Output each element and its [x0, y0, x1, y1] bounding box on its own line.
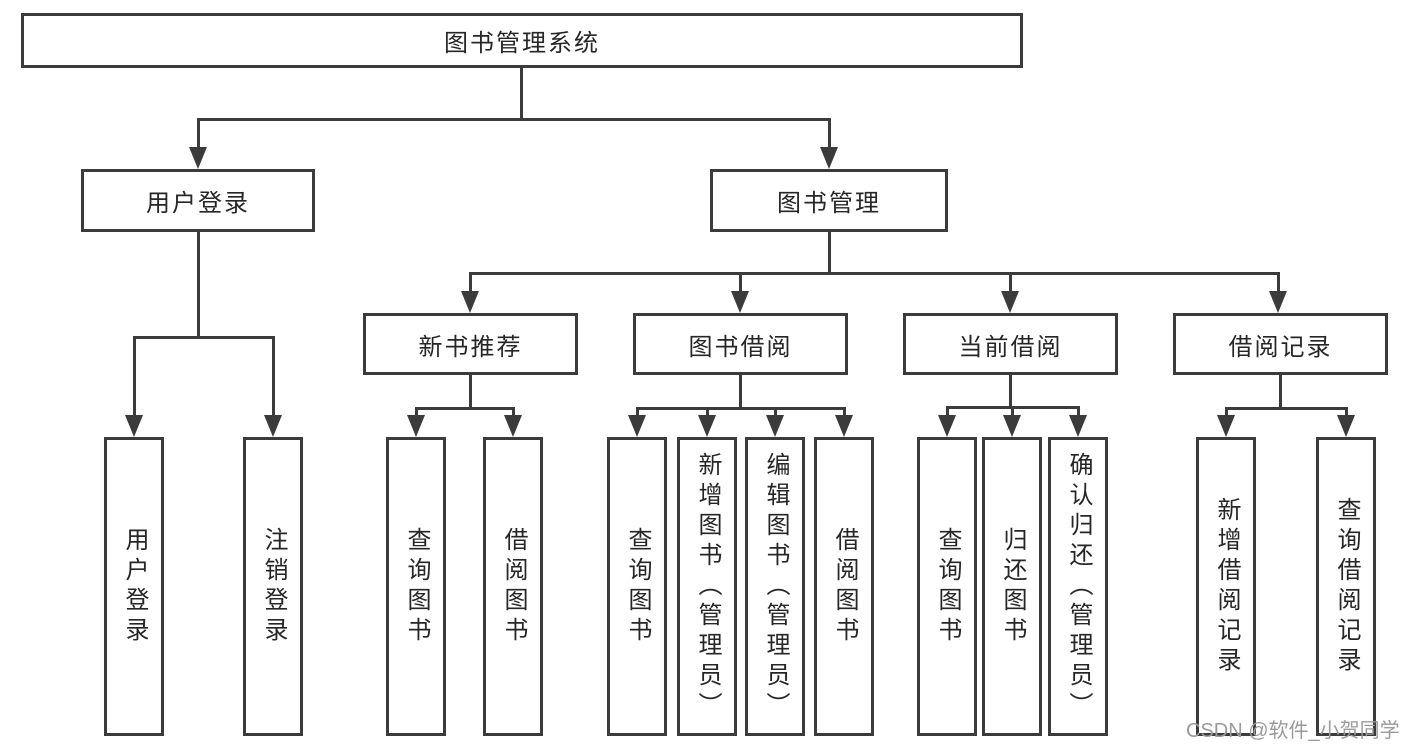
connector-group4-split: [1225, 407, 1347, 410]
node-new-book-recommend: 新书推荐: [363, 313, 578, 375]
arrow-to-new-book-recommend: [461, 291, 479, 313]
connector-group4-drop-2: [1345, 407, 1348, 417]
leaf-return-book: 归还图书: [982, 437, 1042, 736]
connector-group2-split: [636, 407, 845, 410]
leaf-add-borrow-record: 新增借阅记录: [1196, 437, 1256, 736]
connector-management-split: [469, 272, 1279, 275]
arrow-group3-leaf-1: [938, 415, 956, 437]
leaf-borrow-books-label: 借阅图书: [831, 526, 858, 647]
connector-group3-stem: [1009, 375, 1012, 407]
node-root-label: 图书管理系统: [444, 30, 600, 57]
leaf-borrow-books: 借阅图书: [814, 437, 874, 736]
arrow-to-user-login: [189, 147, 207, 169]
connector-management-drop-2: [739, 272, 742, 292]
arrow-group3-leaf-2: [1003, 415, 1021, 437]
connector-group3-drop-1: [946, 406, 949, 416]
leaf-query-borrow-record: 查询借阅记录: [1316, 437, 1376, 736]
leaf-borrow-books-recommend: 借阅图书: [483, 437, 543, 736]
connector-management-drop-3: [1009, 272, 1012, 292]
node-book-borrow-label: 图书借阅: [688, 333, 793, 361]
arrow-group1-leaf-1: [407, 415, 425, 437]
connector-management-stem: [828, 232, 831, 272]
connector-login-drop-1: [133, 336, 136, 416]
arrow-to-borrow-records: [1269, 291, 1287, 313]
connector-group3-drop-2: [1011, 406, 1014, 416]
connector-group1-stem: [469, 375, 472, 407]
leaf-add-book-admin-label: 新增图书（管理员）: [694, 451, 721, 722]
arrow-group4-leaf-1: [1217, 415, 1235, 437]
node-borrow-records: 借阅记录: [1173, 313, 1388, 375]
csdn-watermark: CSDN @软件_小贺同学: [1186, 720, 1400, 742]
connector-group4-drop-1: [1225, 407, 1228, 417]
leaf-add-borrow-record-label: 新增借阅记录: [1213, 496, 1240, 677]
node-current-borrow: 当前借阅: [903, 313, 1118, 375]
arrow-group2-leaf-1: [628, 415, 646, 437]
leaf-query-books-current: 查询图书: [917, 437, 977, 736]
connector-group4-stem: [1279, 375, 1282, 407]
node-user-login: 用户登录: [81, 169, 315, 232]
arrow-to-current-borrow: [1001, 291, 1019, 313]
leaf-query-books-recommend-label: 查询图书: [403, 526, 430, 647]
arrow-group2-leaf-2: [698, 415, 716, 437]
arrow-to-book-management: [820, 147, 838, 169]
leaf-logout-label: 注销登录: [260, 526, 287, 647]
leaf-user-login-label: 用户登录: [121, 526, 148, 647]
connector-root-to-management: [828, 118, 831, 148]
connector-login-drop-2: [272, 336, 275, 416]
connector-login-stem: [197, 232, 200, 336]
leaf-edit-book-admin-label: 编辑图书（管理员）: [762, 451, 789, 722]
connector-root-to-login: [197, 118, 200, 148]
node-root: 图书管理系统: [21, 13, 1023, 68]
node-current-borrow-label: 当前借阅: [958, 333, 1063, 361]
arrow-to-leaf-logout: [264, 415, 282, 437]
leaf-query-books-current-label: 查询图书: [934, 526, 961, 647]
leaf-logout: 注销登录: [243, 437, 303, 736]
leaf-query-borrow-record-label: 查询借阅记录: [1333, 496, 1360, 677]
arrow-group2-leaf-3: [766, 415, 784, 437]
connector-group2-drop-1: [636, 407, 639, 417]
leaf-return-book-label: 归还图书: [999, 526, 1026, 647]
connector-group1-drop-1: [415, 407, 418, 417]
node-book-management-label: 图书管理: [777, 190, 881, 217]
connector-group1-split: [415, 407, 514, 410]
connector-group2-drop-3: [774, 407, 777, 417]
connector-management-drop-4: [1277, 272, 1280, 292]
leaf-confirm-return-admin-label: 确认归还（管理员）: [1065, 451, 1092, 722]
arrow-to-book-borrow: [731, 291, 749, 313]
connector-group2-drop-2: [706, 407, 709, 417]
arrow-group4-leaf-2: [1337, 415, 1355, 437]
arrow-to-leaf-user-login: [125, 415, 143, 437]
leaf-add-book-admin: 新增图书（管理员）: [677, 437, 737, 736]
leaf-query-books-borrow-label: 查询图书: [624, 526, 651, 647]
connector-root-stem: [520, 68, 523, 118]
leaf-user-login: 用户登录: [104, 437, 164, 736]
connector-group1-drop-2: [512, 407, 515, 417]
connector-management-drop-1: [469, 272, 472, 292]
arrow-group1-leaf-2: [504, 415, 522, 437]
connector-group3-drop-3: [1077, 406, 1080, 416]
connector-group2-stem: [739, 375, 742, 407]
connector-group2-drop-4: [843, 407, 846, 417]
leaf-confirm-return-admin: 确认归还（管理员）: [1048, 437, 1108, 736]
node-user-login-label: 用户登录: [146, 190, 250, 217]
node-book-management: 图书管理: [710, 169, 948, 232]
connector-login-split: [133, 336, 274, 339]
leaf-edit-book-admin: 编辑图书（管理员）: [745, 437, 805, 736]
connector-root-split: [197, 118, 831, 121]
node-new-book-recommend-label: 新书推荐: [418, 333, 523, 361]
arrow-group3-leaf-3: [1069, 415, 1087, 437]
node-borrow-records-label: 借阅记录: [1228, 333, 1333, 361]
leaf-query-books-recommend: 查询图书: [386, 437, 446, 736]
leaf-borrow-books-recommend-label: 借阅图书: [500, 526, 527, 647]
node-book-borrow: 图书借阅: [633, 313, 848, 375]
leaf-query-books-borrow: 查询图书: [607, 437, 667, 736]
arrow-group2-leaf-4: [835, 415, 853, 437]
